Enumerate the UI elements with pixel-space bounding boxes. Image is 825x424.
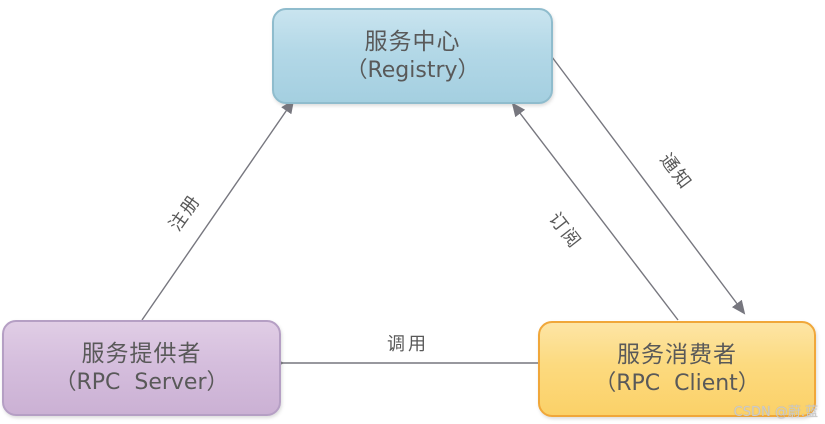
node-registry-subtitle: （Registry） — [345, 57, 480, 83]
arrow-subscribe — [511, 102, 679, 321]
node-rpc-server-subtitle: （RPC Server） — [54, 369, 229, 395]
node-rpc-client-subtitle: （RPC Client） — [594, 370, 760, 396]
node-rpc-server: 服务提供者 （RPC Server） — [2, 320, 281, 416]
arrow-register — [141, 99, 295, 321]
watermark: CSDN @蔚.蓝 — [733, 405, 818, 420]
node-registry-title: 服务中心 — [364, 28, 461, 55]
edge-label-invoke: 调用 — [387, 334, 429, 355]
node-rpc-client: 服务消费者 （RPC Client） — [538, 321, 816, 417]
node-rpc-client-title: 服务消费者 — [617, 341, 737, 368]
node-registry: 服务中心 （Registry） — [272, 8, 553, 104]
arrow-notify — [548, 52, 746, 315]
node-rpc-server-title: 服务提供者 — [81, 340, 202, 367]
